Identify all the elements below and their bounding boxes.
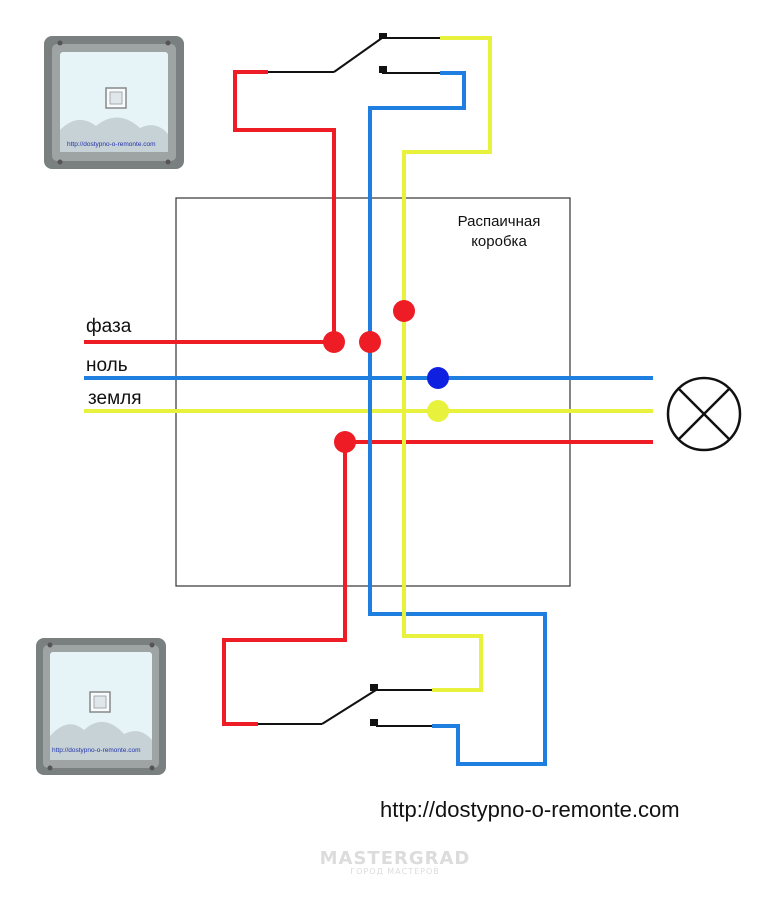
upper-switch-photo-icon: [44, 36, 184, 169]
ground-junction-dot: [427, 400, 449, 422]
upper-switch-contact: [379, 66, 387, 73]
traveler-yellow-lower-wire: [402, 311, 483, 692]
lower-switch-contact-top: [370, 684, 378, 691]
upper-switch-caption: http://dostypno-o-remonte.com: [67, 141, 156, 148]
lower-switch-caption: http://dostypno-o-remonte.com: [52, 747, 141, 754]
lower-switch-contact: [370, 719, 378, 726]
upper-switch-symbol: [268, 37, 440, 74]
neutral-junction-dot: [427, 367, 449, 389]
junction-box-label-line2: коробка: [471, 233, 527, 250]
phase-label: фаза: [86, 316, 132, 337]
lower-switch-photo-icon: [36, 638, 166, 775]
upper-switch-phase-wire: [233, 70, 336, 342]
phase-junction-dot: [323, 331, 345, 353]
watermark-main: MASTERGRAD: [319, 848, 471, 869]
junction-box-label-line1: Распаичная: [458, 213, 541, 230]
lamp-symbol-icon: [666, 376, 742, 452]
lower-switch-phase-wire: [222, 442, 347, 726]
neutral-label: ноль: [86, 355, 128, 376]
lamp-phase-junction-dot: [334, 431, 356, 453]
watermark: MASTERGRAD ГОРОД МАСТЕРОВ: [305, 848, 485, 876]
traveler-blue-lower-wire: [368, 342, 547, 766]
lower-switch-symbol: [258, 689, 432, 727]
ground-label: земля: [88, 388, 142, 409]
traveler-blue-junction-dot: [359, 331, 381, 353]
upper-switch-contact-top: [379, 33, 387, 39]
traveler-yellow-wire: [402, 36, 492, 311]
watermark-sub: ГОРОД МАСТЕРОВ: [350, 867, 440, 876]
traveler-blue-wire: [368, 71, 466, 342]
traveler-yellow-junction-dot: [393, 300, 415, 322]
footer-url: http://dostypno-o-remonte.com: [380, 797, 680, 822]
junction-box: [175, 197, 571, 587]
